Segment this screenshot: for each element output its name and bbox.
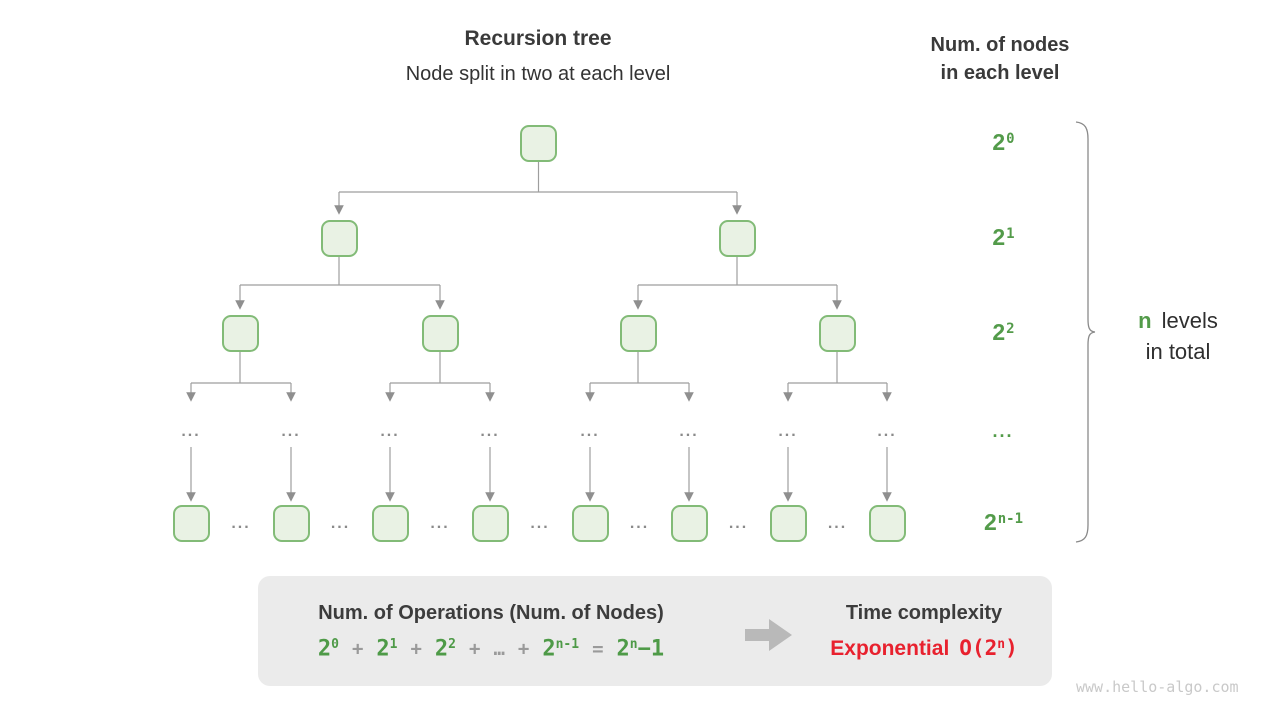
gap-ellipsis: ... [629, 515, 650, 532]
formula-term: 22 [434, 636, 456, 662]
gap-ellipsis: ... [827, 515, 848, 532]
level-count-2-2: 22 [972, 319, 1034, 346]
level-count-sup: 1 [1006, 226, 1015, 243]
time-complexity-title: Time complexity [845, 602, 1003, 624]
level-count-sup: 2 [1006, 321, 1015, 338]
complexity-summary-panel: Num. of Operations (Num. of Nodes) 20 + … [258, 576, 1052, 686]
tree-node [769, 505, 807, 542]
level-ellipsis: ... [877, 423, 897, 440]
formula-term: 2n-1 [542, 636, 580, 662]
level-count-base: 2 [983, 509, 997, 535]
tree-node [571, 505, 609, 542]
formula-term: 21 [376, 636, 398, 662]
operations-formula: 20 + 21 + 22 + … + 2n-1 = 2n−1 [258, 636, 724, 661]
tree-node [371, 505, 409, 542]
level-ellipsis: ... [181, 423, 201, 440]
equals-operator: = [592, 638, 604, 661]
nodes-per-level-header: Num. of nodes in each level [890, 31, 1110, 87]
level-count-2-1: 21 [972, 224, 1034, 251]
tree-node [868, 505, 906, 542]
tree-node [320, 220, 358, 257]
gap-ellipsis: ... [728, 515, 749, 532]
tree-node [471, 505, 509, 542]
level-ellipsis: ... [778, 423, 798, 440]
tree-node [272, 505, 310, 542]
tree-node [421, 315, 459, 352]
plus-operator: + [351, 638, 364, 661]
nodes-per-level-header-line2: in each level [940, 62, 1060, 84]
diagram-subtitle: Node split in two at each level [405, 63, 671, 85]
formula-term: 20 [317, 636, 339, 662]
complexity-name: Exponential [830, 637, 950, 660]
total-levels-line2: in total [1145, 339, 1211, 364]
tree-node [818, 315, 856, 352]
tree-node [172, 505, 210, 542]
level-count-2-n-1: 2n-1 [972, 509, 1034, 536]
complexity-value: Exponential O(2n) [796, 636, 1052, 661]
diagram-title: Recursion tree [464, 27, 612, 50]
nodes-per-level-header-line1: Num. of nodes [930, 34, 1070, 56]
level-count-2-0: 20 [972, 129, 1034, 156]
gap-ellipsis: ... [430, 515, 450, 532]
formula-result: 2n−1 [616, 636, 665, 662]
level-ellipsis: ... [679, 423, 699, 440]
gap-ellipsis: ... [231, 515, 251, 532]
tree-node [520, 125, 557, 162]
n-symbol: n [1138, 308, 1152, 333]
levels-word: levels [1161, 308, 1218, 333]
big-o-notation: O(2n) [959, 636, 1018, 660]
level-ellipsis: ... [281, 423, 301, 440]
level-count-base: 2 [992, 224, 1006, 250]
level-count-sup: 0 [1006, 131, 1015, 148]
tree-node [221, 315, 259, 352]
gap-ellipsis: ... [530, 515, 550, 532]
implies-arrow-icon [745, 619, 792, 651]
level-count-base: 2 [992, 129, 1006, 155]
level-ellipsis: ... [580, 423, 600, 440]
connector-lines [186, 162, 892, 502]
plus-operator: + [517, 638, 530, 661]
plus-operator: + [410, 638, 422, 661]
tree-node [718, 220, 756, 257]
gap-ellipsis: ... [330, 515, 351, 532]
watermark: www.hello-algo.com [1076, 678, 1239, 696]
tree-node [619, 315, 657, 352]
level-ellipsis: ... [480, 423, 500, 440]
level-count-sup: n-1 [997, 511, 1024, 528]
operations-title: Num. of Operations (Num. of Nodes) [318, 602, 664, 624]
level-count-base: 2 [992, 319, 1006, 345]
level-ellipsis: ... [380, 423, 400, 440]
tree-node [670, 505, 708, 542]
plus-operator: + [469, 638, 481, 661]
levels-brace [1075, 121, 1096, 543]
level-count-ellipsis: ... [992, 421, 1014, 441]
formula-ellipsis: … [493, 638, 505, 661]
